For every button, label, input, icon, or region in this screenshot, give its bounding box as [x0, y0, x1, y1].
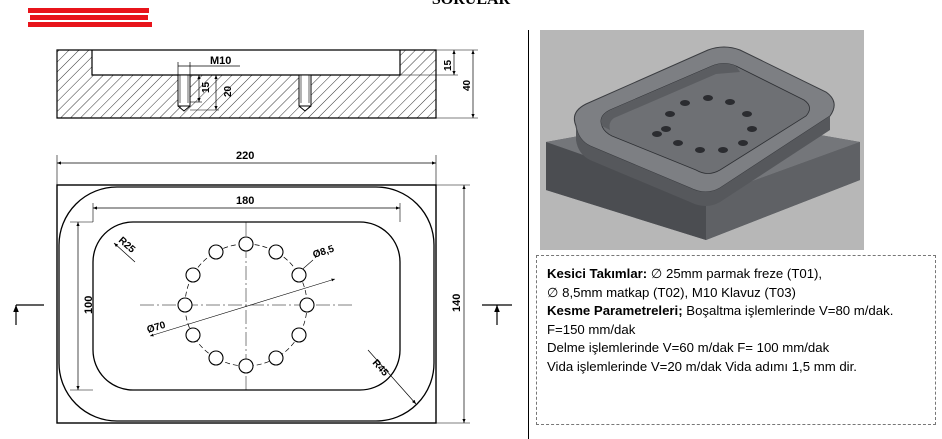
bolt-holes	[177, 236, 315, 374]
specs-line-tapping: Vida işlemlerinde V=20 m/dak Vida adımı …	[547, 358, 857, 374]
page-title: SORULAR	[0, 0, 942, 9]
pocket-depth-label: 15	[443, 59, 454, 71]
specs-line-feed: F=150 mm/dak	[547, 321, 636, 337]
technical-drawing: M10 15 20 15 40	[13, 49, 512, 424]
thickness-label: 40	[462, 79, 473, 91]
column-divider	[528, 30, 529, 439]
specs-line-tools: Kesici Takımlar: ∅ 25mm parmak freze (T0…	[547, 265, 925, 284]
params-heading: Kesme Parametreleri;	[547, 303, 683, 319]
tools-heading: Kesici Takımlar:	[547, 266, 648, 281]
overall-length-label: 220	[236, 150, 254, 162]
part-3d-render	[540, 30, 864, 250]
cutting-specs-box: Kesici Takımlar: ∅ 25mm parmak freze (T0…	[536, 255, 936, 425]
thread-label: M10	[210, 55, 231, 67]
outer-radius-label: R45	[370, 358, 391, 379]
plan-view	[13, 155, 512, 424]
overall-width-label: 140	[451, 294, 463, 312]
inner-radius-label: R25	[116, 235, 137, 256]
pocket-speed: Boşaltma işlemlerinde V=80 m/dak.	[682, 303, 894, 319]
pocket-width-label: 100	[83, 296, 95, 314]
redaction-mark	[28, 8, 152, 27]
specs-line-tools-2: ∅ 8,5mm matkap (T02), M10 Klavuz (T03)	[547, 284, 796, 300]
tool-endmill: ∅ 25mm parmak freze (T01),	[647, 266, 823, 281]
bolt-circle-label: Ø70	[146, 320, 168, 336]
section-view	[56, 49, 478, 119]
hole-diameter-label: Ø8,5	[312, 244, 336, 261]
depth-label-a: 15	[201, 81, 212, 93]
specs-line-params: Kesme Parametreleri; Boşaltma işlemlerin…	[547, 302, 925, 321]
pocket-length-label: 180	[236, 195, 254, 207]
depth-label-b: 20	[223, 85, 234, 97]
specs-line-drilling: Delme işlemlerinde V=60 m/dak F= 100 mm/…	[547, 340, 830, 356]
